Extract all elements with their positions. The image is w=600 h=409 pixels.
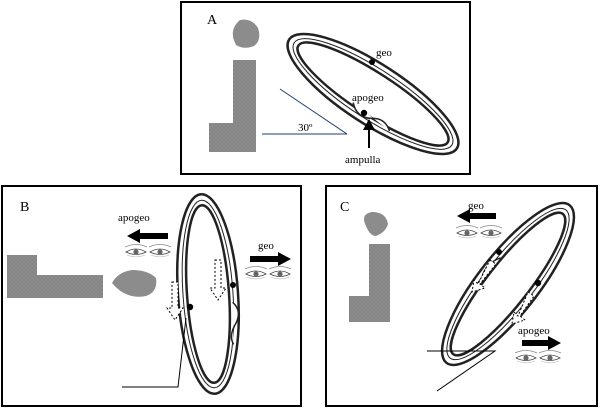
dashed-arrow-icon — [166, 259, 227, 321]
canal-c — [421, 185, 595, 383]
reference-line-c — [427, 350, 497, 392]
panel-b-letter: B — [20, 200, 29, 215]
panel-c-letter: C — [340, 200, 349, 215]
apogeo-label-c: apogeo — [518, 325, 550, 337]
arrow-left-icon — [127, 229, 168, 243]
geo-label-a: geo — [376, 47, 392, 59]
geo-label-b: geo — [258, 240, 274, 252]
eyes-icon — [124, 244, 172, 258]
panel-b: B apogeo geo — [1, 185, 302, 407]
reference-line-b — [122, 317, 187, 388]
arrow-right-icon — [250, 252, 291, 266]
panel-c-frame — [325, 185, 598, 407]
arrow-right-icon — [522, 336, 561, 350]
canal-a — [271, 13, 475, 175]
eyes-icon — [514, 350, 562, 364]
apogeo-label-b: apogeo — [118, 212, 150, 224]
eyes-icon — [455, 225, 503, 239]
geo-dot-b — [230, 282, 236, 288]
apogeo-dot-b — [186, 303, 194, 311]
canal-b — [169, 190, 247, 398]
arrow-left-icon — [457, 209, 496, 223]
dashed-arrow-icon — [471, 259, 535, 325]
geo-label-c: geo — [468, 200, 484, 212]
ampulla-label: ampulla — [345, 154, 381, 166]
apogeo-dot-c — [534, 279, 542, 287]
geo-dot — [369, 59, 375, 65]
panel-a-frame — [180, 1, 471, 175]
body-lying-icon — [7, 255, 157, 298]
geo-dot-c — [496, 249, 502, 255]
angle-indicator — [262, 88, 348, 135]
panel-a: A 30º geo apogeo ampulla — [180, 1, 475, 175]
eyes-icon — [244, 266, 292, 280]
panel-a-letter: A — [207, 13, 218, 28]
head-silhouette-icon — [209, 19, 260, 152]
apogeo-label-a: apogeo — [352, 92, 384, 104]
head-silhouette-icon — [349, 212, 390, 322]
ampulla-arrow — [363, 119, 375, 148]
apogeo-dot — [360, 109, 368, 117]
angle-label: 30º — [298, 122, 313, 134]
panel-b-frame — [1, 185, 302, 407]
panel-c: C geo apogeo — [325, 185, 598, 407]
